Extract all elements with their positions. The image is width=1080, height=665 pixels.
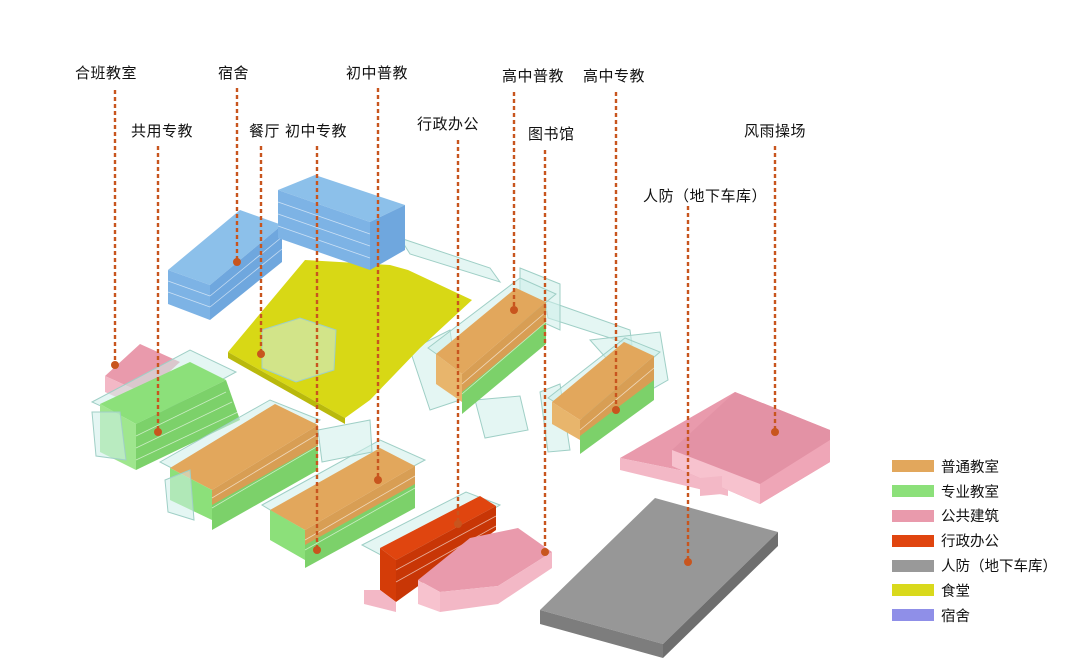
dormitory xyxy=(167,175,405,320)
label-administration: 行政办公 xyxy=(417,115,480,133)
legend-swatch xyxy=(892,534,934,547)
legend-item: 宿舍 xyxy=(892,603,1057,628)
gymnasium xyxy=(620,392,830,504)
middle-specialized-block xyxy=(158,399,322,530)
label-library: 图书馆 xyxy=(528,125,575,143)
legend-item: 普通教室 xyxy=(892,454,1057,479)
legend-item: 公共建筑 xyxy=(892,504,1057,529)
legend-label: 公共建筑 xyxy=(941,509,999,526)
label-high-specialized: 高中专教 xyxy=(583,67,646,85)
legend-label: 食堂 xyxy=(941,583,970,600)
high-general-block xyxy=(427,277,557,414)
label-lecture-hall: 合班教室 xyxy=(75,64,138,82)
label-shared-specialized: 共用专教 xyxy=(131,122,194,140)
high-specialized-block xyxy=(547,337,661,454)
legend-item: 专业教室 xyxy=(892,479,1057,504)
legend-item: 食堂 xyxy=(892,578,1057,603)
legend-label: 行政办公 xyxy=(941,534,999,551)
label-middle-specialized: 初中专教 xyxy=(285,122,348,140)
legend-swatch xyxy=(892,609,934,622)
legend-label: 普通教室 xyxy=(941,459,999,476)
label-gymnasium: 风雨操场 xyxy=(744,122,807,140)
canteen xyxy=(228,260,472,424)
label-middle-general: 初中普教 xyxy=(346,64,409,82)
legend-item: 人防（地下车库） xyxy=(892,553,1057,578)
legend-swatch xyxy=(892,559,934,572)
label-dormitory: 宿舍 xyxy=(218,64,250,82)
legend-item: 行政办公 xyxy=(892,528,1057,553)
legend-label: 宿舍 xyxy=(941,608,970,625)
leader-lines xyxy=(111,88,779,566)
legend-label: 专业教室 xyxy=(941,484,999,501)
library xyxy=(418,528,552,612)
legend-swatch xyxy=(892,485,934,498)
legend-label: 人防（地下车库） xyxy=(941,559,1057,576)
legend-swatch xyxy=(892,460,934,473)
label-civil-defense: 人防（地下车库） xyxy=(643,187,768,205)
legend-swatch xyxy=(892,584,934,597)
legend: 普通教室专业教室公共建筑行政办公人防（地下车库） 食堂宿舍 xyxy=(892,454,1057,628)
legend-swatch xyxy=(892,509,934,522)
civil-defense-garage xyxy=(540,498,778,658)
shared-specialized-block xyxy=(90,349,240,470)
label-high-general: 高中普教 xyxy=(502,67,565,85)
label-canteen: 餐厅 xyxy=(249,122,281,140)
